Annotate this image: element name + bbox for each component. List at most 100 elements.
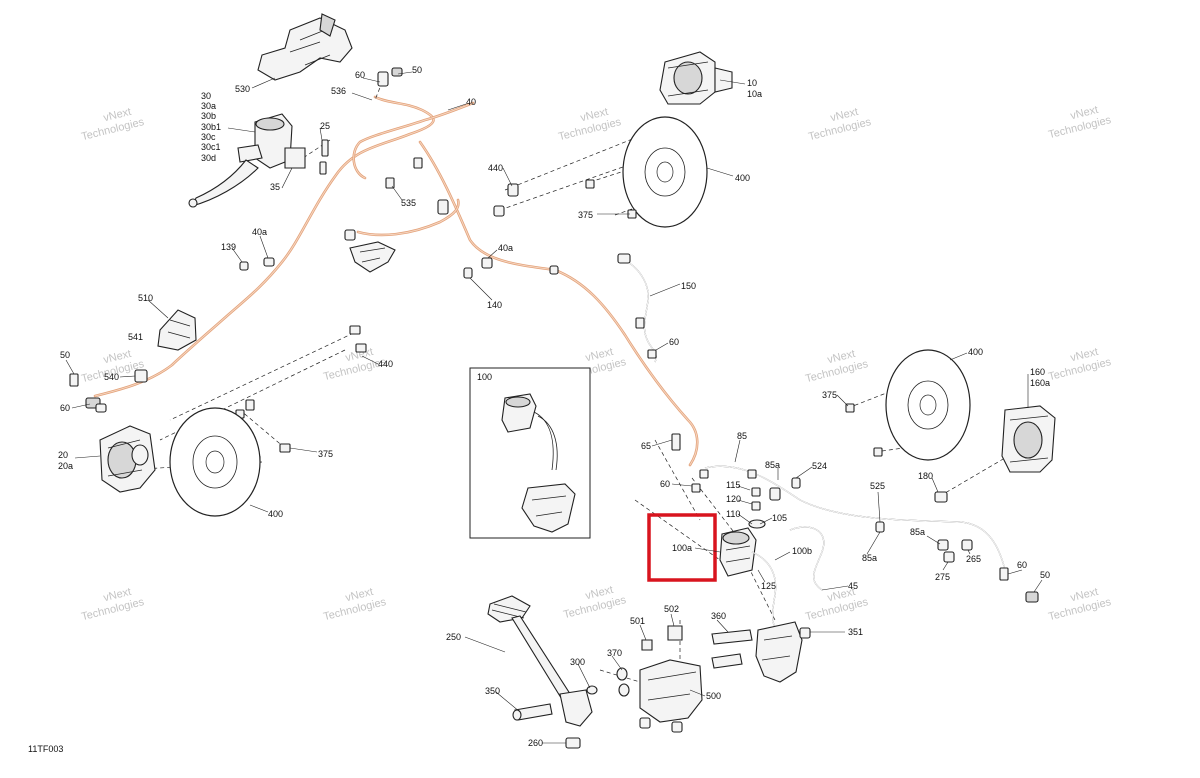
callout-25: 25 (320, 121, 330, 131)
callout-30: 30 (201, 91, 211, 101)
callout-110: 110 (726, 509, 740, 519)
callout-30c1: 30c1 (201, 142, 221, 152)
callout-65: 65 (641, 441, 651, 451)
callout-120: 120 (726, 494, 741, 504)
bracket-hose-guide (349, 241, 396, 273)
callout-440-top: 440 (488, 163, 503, 173)
rear-brake-hose-highlight (419, 141, 698, 466)
master-cylinder-30 (188, 113, 306, 208)
fittings-top (319, 67, 449, 241)
watermark: vNext Technologies (1047, 104, 1113, 141)
watermark: vNext Technologies (804, 586, 870, 623)
pedal-bracket-500 (639, 659, 703, 733)
fittings-middle (647, 349, 801, 529)
callout-50-right: 50 (1040, 570, 1050, 580)
callout-375-right: 375 (822, 390, 837, 400)
watermark: vNext Technologies (804, 348, 870, 385)
callout-10a: 10a (747, 89, 762, 99)
brake-hoses (93, 95, 699, 467)
watermark: vNext Technologies (1047, 346, 1113, 383)
callout-440-left: 440 (378, 359, 393, 369)
callout-400-left: 400 (268, 509, 283, 519)
callout-370: 370 (607, 648, 622, 658)
callout-400-right: 400 (968, 347, 983, 357)
callout-30b: 30b (201, 111, 216, 121)
callout-85a-top: 85a (765, 460, 780, 470)
diagram-code: 11TF003 (28, 744, 63, 754)
callout-50: 50 (412, 65, 422, 75)
callout-20: 20 (58, 450, 68, 460)
callout-536: 536 (331, 86, 346, 96)
callout-160: 160 (1030, 367, 1045, 377)
callout-60: 60 (355, 70, 365, 80)
right-front-brake-hose-highlight (357, 199, 459, 236)
callout-40a-mid: 40a (498, 243, 513, 253)
clips-left (239, 257, 559, 279)
callout-60-mid: 60 (669, 337, 679, 347)
left-front-caliper (99, 425, 156, 493)
top-right-disc (622, 116, 708, 228)
callout-10: 10 (747, 78, 757, 88)
clip-540 (134, 369, 148, 383)
watermark: vNext Technologies (557, 106, 623, 143)
callout-150: 150 (681, 281, 696, 291)
pedal-pivot-parts (512, 667, 630, 749)
bracket-530 (257, 13, 353, 81)
callout-530: 530 (235, 84, 250, 94)
callout-180: 180 (918, 471, 933, 481)
callout-30d: 30d (201, 153, 216, 163)
rear-master-cylinder-hose-100b (751, 526, 825, 636)
callout-85: 85 (737, 431, 747, 441)
callout-350: 350 (485, 686, 500, 696)
callout-300: 300 (570, 657, 585, 667)
callout-30b1: 30b1 (201, 122, 221, 132)
callout-510: 510 (138, 293, 153, 303)
watermark: vNext Technologies (807, 106, 873, 143)
inset-box-100 (469, 367, 591, 539)
callout-85a-bottom: 85a (862, 553, 877, 563)
callout-525: 525 (870, 481, 885, 491)
right-front-disc (885, 349, 971, 461)
callout-260: 260 (528, 738, 543, 748)
callout-275: 275 (935, 572, 950, 582)
callout-500: 500 (706, 691, 721, 701)
rear-master-cylinder-body (755, 621, 811, 683)
watermark: vNext Technologies (562, 584, 628, 621)
sensor-clip (635, 317, 645, 329)
callout-100: 100 (477, 372, 492, 382)
bolts-right (845, 403, 1039, 603)
bracket-510 (157, 309, 197, 351)
callout-labels: 530 60 50 536 40 10 10a 30 30a 30b 30b1 … (58, 65, 1050, 748)
callout-20a: 20a (58, 461, 73, 471)
callout-524: 524 (812, 461, 827, 471)
callout-40a-left: 40a (252, 227, 267, 237)
right-front-caliper-160 (1001, 405, 1056, 473)
left-front-brake-hose-highlight (94, 96, 434, 397)
callout-45: 45 (848, 581, 858, 591)
callout-115: 115 (726, 480, 740, 490)
callout-50-left: 50 (60, 350, 70, 360)
callout-60-left: 60 (60, 403, 70, 413)
callout-265: 265 (966, 554, 981, 564)
fitting-left-50 (69, 373, 107, 413)
watermark: vNext Technologies (1047, 586, 1113, 623)
callout-60-right: 60 (1017, 560, 1027, 570)
watermark: vNext Technologies (322, 586, 388, 623)
sensor-connector (617, 253, 631, 264)
callout-160a: 160a (1030, 378, 1050, 388)
abs-sensor-cable (617, 253, 657, 363)
brake-pedal-250 (487, 595, 593, 727)
callout-125: 125 (761, 581, 776, 591)
callout-140: 140 (487, 300, 502, 310)
callout-351: 351 (848, 627, 863, 637)
rear-right-caliper-10 (659, 51, 733, 105)
callout-85a-mid: 85a (910, 527, 925, 537)
watermark: vNext Technologies (80, 586, 146, 623)
callout-501: 501 (630, 616, 645, 626)
leader-lines (65, 71, 1043, 744)
pedal-hardware (641, 625, 753, 669)
highlight-box-100a (647, 513, 717, 582)
master-cylinder-hose (352, 101, 475, 180)
callout-40: 40 (466, 97, 476, 107)
